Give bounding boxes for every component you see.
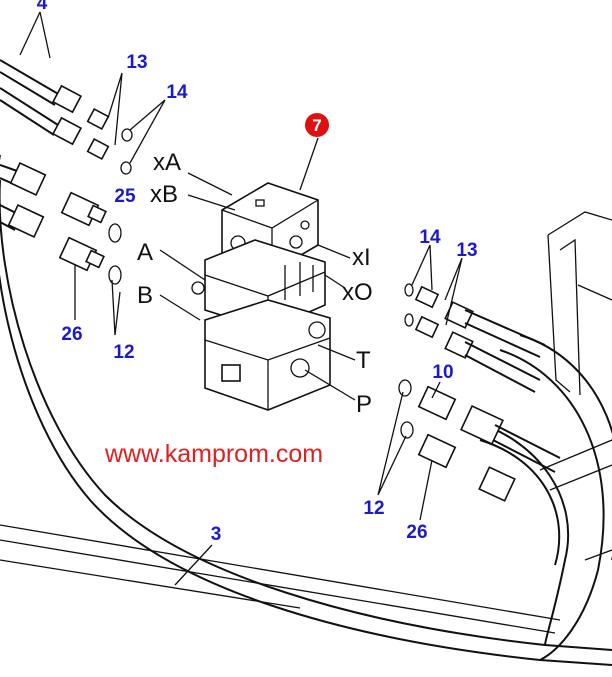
part-number-26-left: 26 — [61, 324, 82, 345]
part-number-13-left: 13 — [126, 52, 147, 73]
part-number-25: 25 — [114, 186, 136, 207]
leader-lines — [19, 11, 463, 586]
hose-right-group — [444, 301, 561, 502]
part-number-4: 4 — [37, 0, 48, 14]
mounting-bracket — [539, 211, 612, 561]
fitting-26-left — [58, 236, 105, 272]
port-label-P: P — [356, 391, 372, 418]
part-number-13-right: 13 — [456, 240, 477, 261]
hose-3 — [0, 155, 612, 666]
port-label-xI: xI — [352, 244, 371, 271]
watermark-text: www.kamprom.com — [104, 440, 323, 468]
o-ring-right — [398, 283, 414, 439]
part-number-10: 10 — [432, 362, 453, 383]
part-number-14-left: 14 — [166, 82, 188, 103]
port-labels: xA xB A B xI xO T P — [137, 149, 373, 418]
part-number-12-left: 12 — [113, 342, 134, 363]
part-number-3: 3 — [211, 524, 222, 545]
hose-left-group — [0, 162, 47, 238]
part-number-14-right: 14 — [419, 227, 441, 248]
fitting-10 — [417, 385, 457, 421]
hose-4-group — [0, 59, 110, 161]
frame-bar — [0, 524, 561, 634]
port-label-xA: xA — [153, 149, 181, 176]
port-label-xO: xO — [342, 279, 373, 306]
part-number-26-right: 26 — [406, 522, 427, 543]
o-ring-left — [108, 128, 133, 285]
fitting-13-right — [414, 285, 440, 339]
port-label-B: B — [137, 282, 153, 309]
part-number-12-right: 12 — [363, 498, 384, 519]
part-number-labels: 4 13 14 25 26 12 14 13 10 12 26 3 — [37, 0, 478, 545]
port-label-xB: xB — [150, 181, 178, 208]
callout-badge-7: 7 — [305, 113, 329, 137]
control-valve-7 — [191, 182, 331, 411]
fitting-25 — [60, 191, 107, 227]
port-label-A: A — [137, 239, 153, 266]
callout-number: 7 — [312, 116, 321, 135]
fitting-26-right — [417, 433, 457, 469]
port-label-T: T — [356, 347, 371, 374]
